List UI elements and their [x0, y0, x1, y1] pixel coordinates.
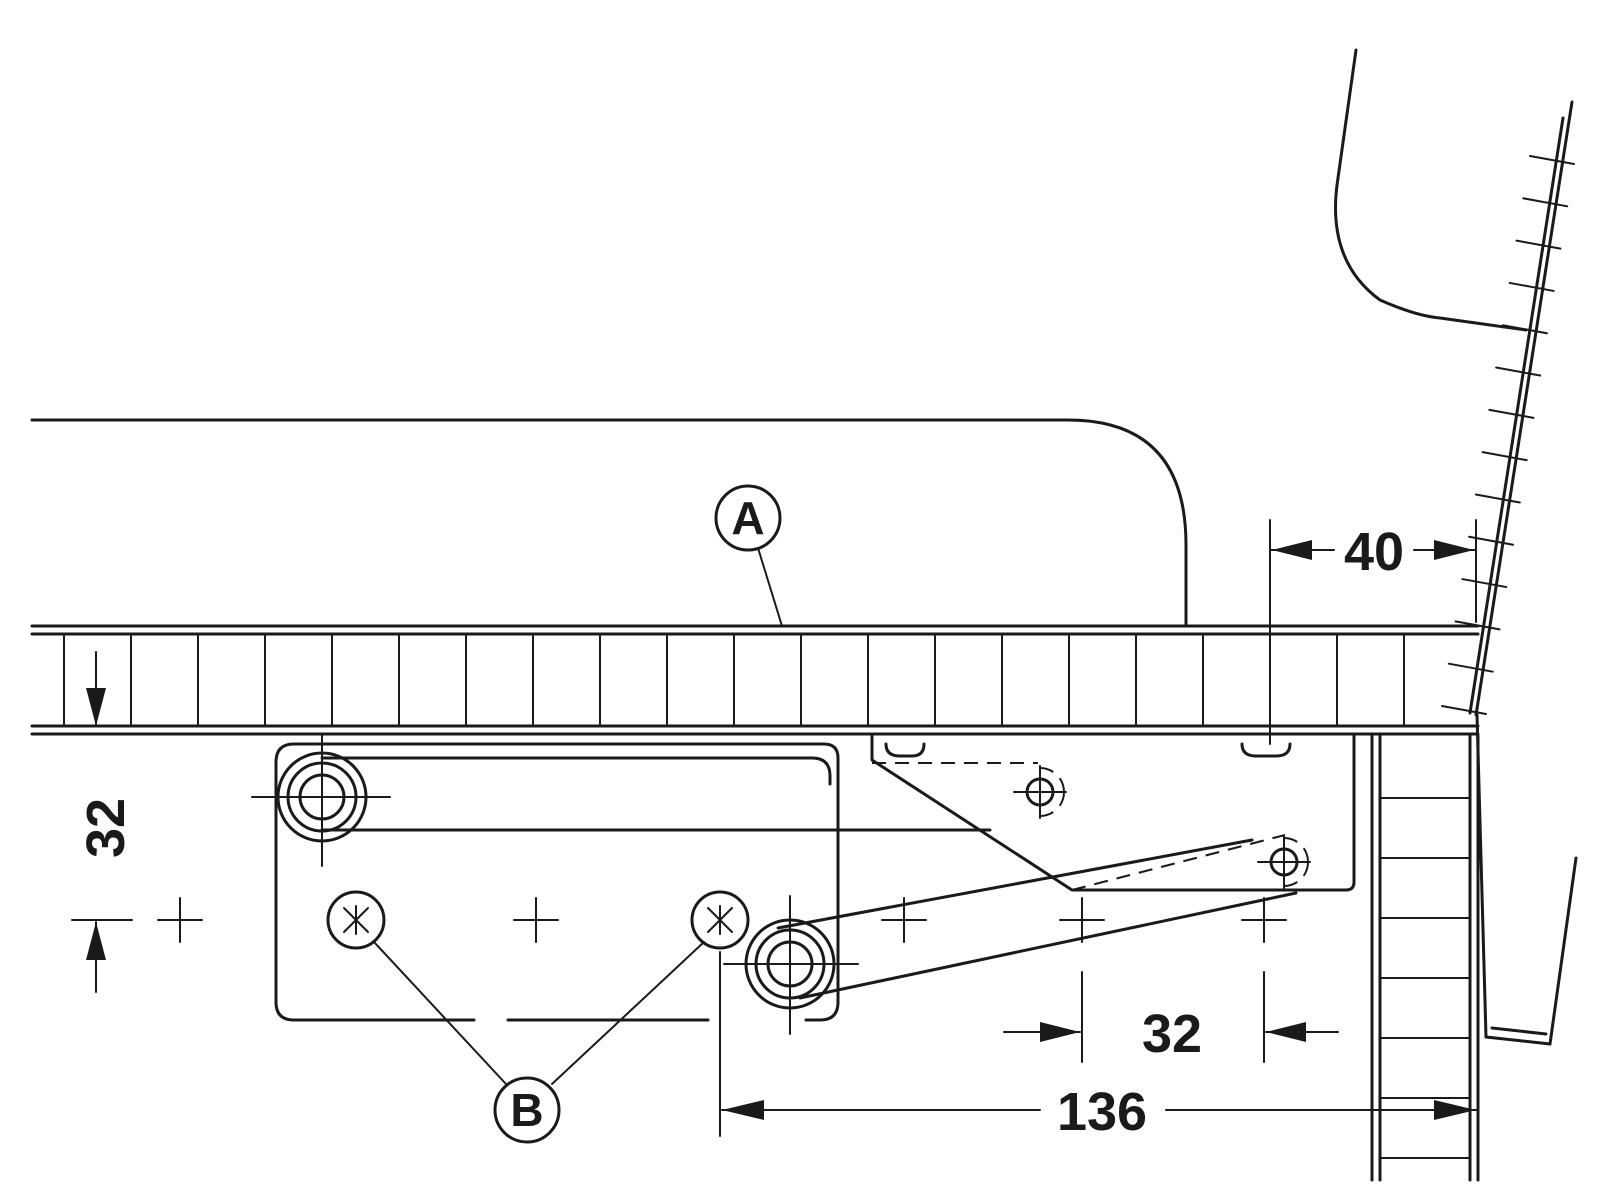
upper-tray-outline [30, 418, 1188, 627]
dimension-32-horizontal: 32 [1003, 971, 1339, 1064]
callout-b: B [373, 941, 705, 1144]
upper-hinge-arm [251, 733, 992, 867]
bracket-pivot-upper [1013, 765, 1067, 819]
flap-cell-divider [1461, 578, 1508, 589]
callout-a-label: A [731, 492, 764, 544]
hinge-mounting-plate [274, 742, 840, 1022]
flap-cell-divider [1481, 451, 1528, 462]
vertical-panel-cell-dividers [1381, 797, 1469, 1159]
hinge-bracket [870, 734, 1356, 892]
panel-cell-dividers [63, 635, 1405, 725]
dimension-32-vertical: 32 [71, 651, 136, 993]
flap-cell-divider [1522, 197, 1569, 208]
dimension-40: 40 [1269, 519, 1477, 745]
flap-cell-divider [1495, 366, 1542, 377]
flap-cell-divider [1488, 408, 1535, 419]
flap-cell-dividers [1441, 155, 1575, 715]
vertical-panel [1370, 734, 1480, 1182]
flap-cell-divider [1515, 239, 1562, 250]
dimension-32-vertical-label: 32 [76, 798, 136, 858]
callout-b-label: B [510, 1084, 543, 1136]
screw-right [690, 890, 750, 950]
flap-cell-divider [1529, 155, 1575, 165]
bracket-pivot-lower [1257, 835, 1311, 889]
flap-cell-divider [1474, 493, 1521, 504]
dimension-136-label: 136 [1057, 1082, 1147, 1142]
flap-cell-divider [1508, 281, 1555, 292]
flap-cell-divider [1447, 662, 1494, 673]
flap-handle [1334, 48, 1528, 332]
lower-hinge-arm [723, 838, 1298, 1035]
hole-center-marks [157, 897, 1287, 943]
screw-left [326, 890, 386, 950]
horizontal-panel [30, 624, 1480, 736]
dimension-40-label: 40 [1344, 522, 1404, 582]
flap-cell-divider [1454, 620, 1501, 631]
flap-panel [1441, 100, 1578, 1046]
dimension-136: 136 [719, 951, 1479, 1142]
flap-cell-divider [1441, 705, 1487, 715]
callout-a: A [714, 484, 783, 627]
dimension-32-horizontal-label: 32 [1142, 1004, 1202, 1064]
